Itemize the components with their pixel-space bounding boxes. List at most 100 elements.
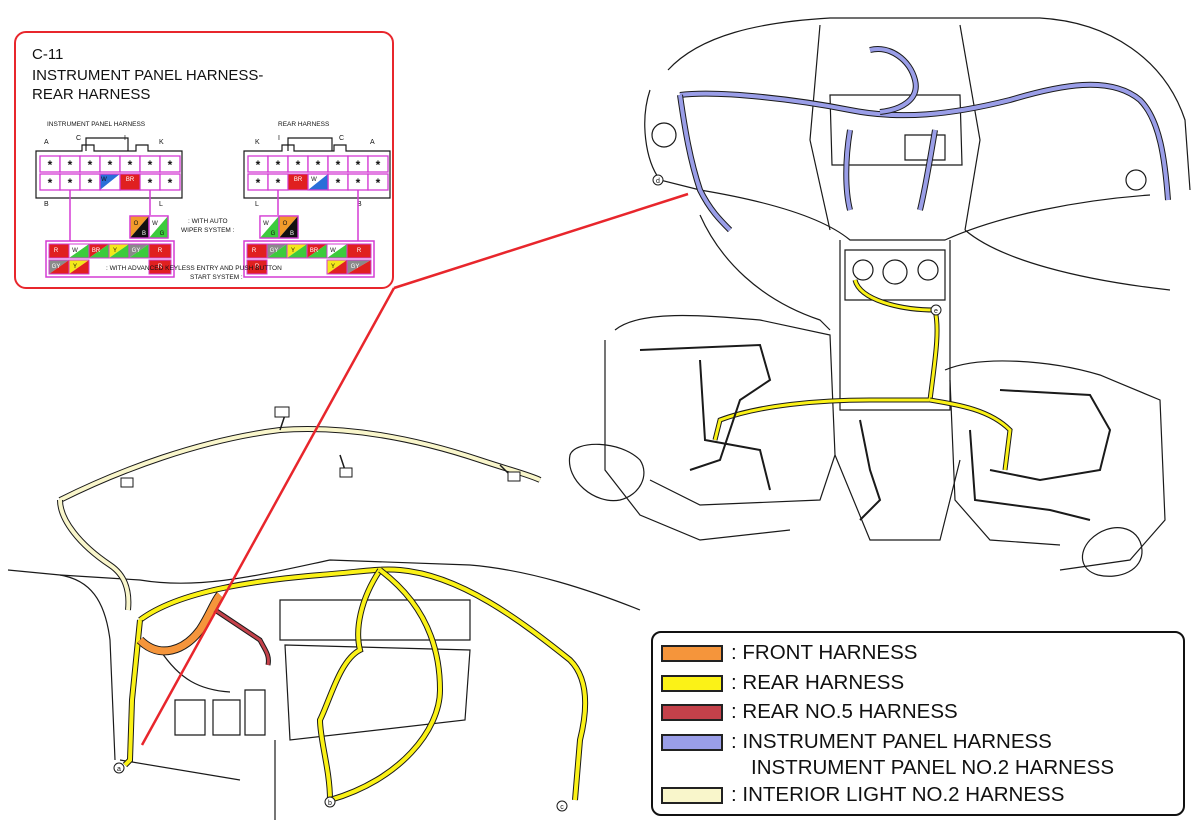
kl-right-y: Y: [291, 248, 295, 254]
marker-b: b: [328, 800, 332, 807]
svg-text:*: *: [148, 158, 153, 172]
legend-label-interior-light: : INTERIOR LIGHT NO.2 HARNESS: [731, 783, 1065, 806]
kl-right-gy2: GY: [351, 264, 360, 270]
kl-right-r1: R: [252, 248, 257, 254]
legend-label-front: : FRONT HARNESS: [731, 641, 918, 664]
right-pin-l: L: [255, 201, 259, 208]
right-pin-i: I: [278, 135, 280, 142]
svg-text:*: *: [296, 158, 301, 172]
left-pin-k: K: [159, 139, 164, 146]
legend-interior-light-harness: : INTERIOR LIGHT NO.2 HARNESS: [661, 783, 1064, 807]
auto-wiper-note-2: WIPER SYSTEM :: [181, 227, 235, 234]
wiper-left-g: G: [160, 231, 165, 237]
legend-swatch-rear-no5: [661, 703, 723, 721]
marker-a: a: [117, 766, 121, 773]
legend-swatch-interior-light: [661, 786, 723, 804]
right-pin-b: B: [357, 201, 362, 208]
callout-title-line1: INSTRUMENT PANEL HARNESS-: [32, 67, 264, 84]
keyless-note-2: START SYSTEM :: [190, 274, 243, 281]
svg-text:*: *: [316, 158, 321, 172]
legend-label-instrument-panel-no2: INSTRUMENT PANEL NO.2 HARNESS: [751, 756, 1114, 779]
wiper-right-o: O: [283, 221, 288, 227]
svg-text:*: *: [148, 176, 153, 190]
kl-left-y: Y: [113, 248, 117, 254]
callout-title-line2: REAR HARNESS: [32, 86, 151, 103]
kl-right-y2: Y: [331, 264, 335, 270]
legend-swatch-instrument-panel: [661, 733, 723, 751]
connector-callout: C-11 INSTRUMENT PANEL HARNESS- REAR HARN…: [14, 31, 394, 289]
svg-text:*: *: [336, 158, 341, 172]
wiper-right-g: G: [271, 231, 276, 237]
auto-wiper-note-1: : WITH AUTO: [188, 218, 228, 225]
keyless-note-1: : WITH ADVANCED KEYLESS ENTRY AND PUSH B…: [106, 265, 282, 272]
svg-text:*: *: [356, 158, 361, 172]
svg-text:*: *: [168, 176, 173, 190]
legend-swatch-rear: [661, 674, 723, 692]
right-wire-br: BR: [294, 177, 303, 183]
left-pin-l: L: [159, 201, 163, 208]
svg-text:*: *: [88, 158, 93, 172]
svg-text:*: *: [48, 158, 53, 172]
right-connector-title: REAR HARNESS: [278, 121, 330, 128]
svg-text:*: *: [108, 158, 113, 172]
svg-text:*: *: [168, 158, 173, 172]
marker-c: c: [560, 804, 564, 811]
right-pin-a: A: [370, 139, 375, 146]
kl-right-r2: R: [357, 248, 362, 254]
kl-right-w: W: [330, 248, 336, 254]
svg-text:*: *: [256, 158, 261, 172]
left-wire-br: BR: [126, 177, 135, 183]
kl-right-br: BR: [310, 248, 319, 254]
legend-label-rear-no5: : REAR NO.5 HARNESS: [731, 700, 958, 723]
kl-left-r3: R: [158, 264, 163, 270]
legend-rear-no5-harness: : REAR NO.5 HARNESS: [661, 700, 958, 724]
legend-front-harness: : FRONT HARNESS: [661, 641, 917, 665]
kl-left-y2: Y: [73, 264, 77, 270]
svg-text:*: *: [48, 176, 53, 190]
marker-e: e: [934, 308, 938, 315]
svg-text:*: *: [88, 176, 93, 190]
svg-text:*: *: [356, 176, 361, 190]
connector-code: C-11: [32, 46, 64, 63]
legend-label-instrument-panel: : INSTRUMENT PANEL HARNESS: [731, 730, 1052, 753]
svg-text:*: *: [276, 158, 281, 172]
left-wire-w: W: [101, 177, 107, 183]
left-connector-title: INSTRUMENT PANEL HARNESS: [47, 121, 146, 128]
svg-text:*: *: [128, 158, 133, 172]
right-pin-k: K: [255, 139, 260, 146]
wiper-left-o: O: [134, 221, 139, 227]
right-pin-c: C: [339, 135, 345, 142]
svg-text:*: *: [256, 176, 261, 190]
marker-d: d: [656, 178, 660, 185]
legend-swatch-front: [661, 644, 723, 662]
kl-left-r1: R: [54, 248, 59, 254]
kl-right-r3: R: [255, 264, 260, 270]
wiper-right-b: B: [290, 231, 294, 237]
left-pin-b: B: [44, 201, 49, 208]
left-pin-c: C: [76, 135, 82, 142]
svg-text:*: *: [336, 176, 341, 190]
svg-text:*: *: [276, 176, 281, 190]
connector-faces: * * * * * * * * * * * * * * * * * * * * * * * *: [35, 137, 391, 278]
kl-right-gy: GY: [270, 248, 279, 254]
svg-text:*: *: [68, 158, 73, 172]
right-wire-w: W: [311, 177, 317, 183]
kl-left-gy: GY: [132, 248, 141, 254]
harness-legend: : FRONT HARNESS : REAR HARNESS : REAR NO…: [651, 631, 1185, 816]
svg-text:*: *: [376, 176, 381, 190]
wiper-right-w: W: [263, 221, 269, 227]
legend-instrument-panel-harness: : INSTRUMENT PANEL HARNESS: [661, 730, 1052, 754]
kl-left-gy2: GY: [52, 264, 61, 270]
wiper-left-w: W: [152, 221, 158, 227]
wiper-left-b: B: [142, 231, 146, 237]
kl-left-w: W: [72, 248, 78, 254]
kl-left-br: BR: [92, 248, 101, 254]
svg-text:*: *: [376, 158, 381, 172]
kl-left-r2: R: [158, 248, 163, 254]
legend-rear-harness: : REAR HARNESS: [661, 671, 904, 695]
legend-label-rear: : REAR HARNESS: [731, 671, 905, 694]
svg-text:*: *: [68, 176, 73, 190]
left-pin-a: A: [44, 139, 49, 146]
